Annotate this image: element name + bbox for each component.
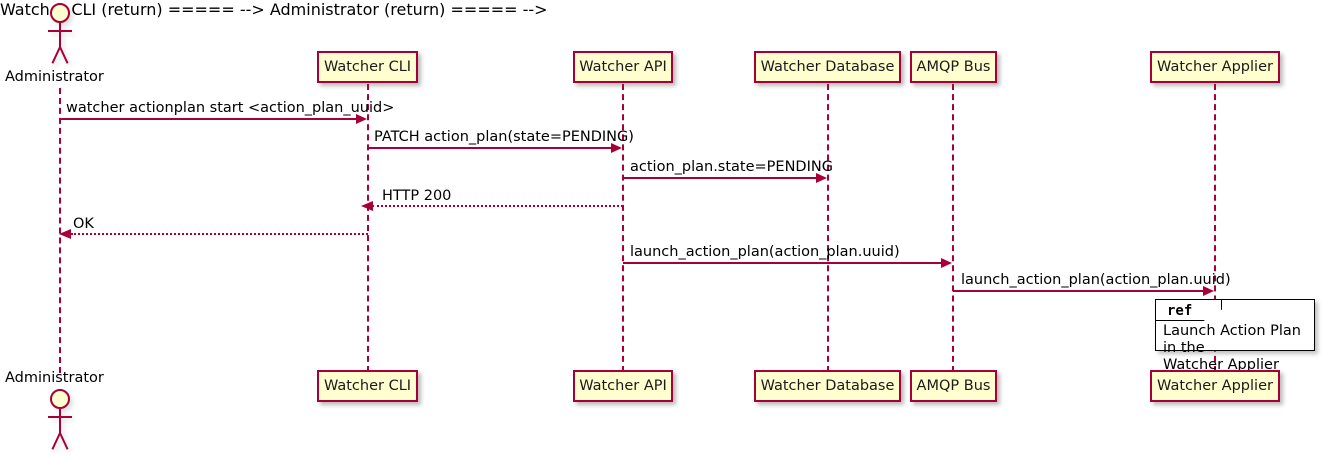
message-line-2	[368, 147, 613, 149]
participant-box-watcher-cli-bottom[interactable]: Watcher CLI	[317, 370, 418, 402]
actor-body-icon	[59, 23, 61, 48]
message-arrowhead-7	[1203, 286, 1214, 296]
message-label-5: OK	[73, 216, 94, 232]
actor-administrator-top	[48, 3, 74, 67]
message-label-6: launch_action_plan(action_plan.uuid)	[630, 244, 900, 260]
message-label-3: action_plan.state=PENDING	[630, 159, 833, 175]
participant-label-amqp-bus-bottom: AMQP Bus	[916, 378, 991, 394]
participant-box-watcher-cli-top[interactable]: Watcher CLI	[317, 51, 418, 83]
ref-block: ref Launch Action Plan in the Watcher Ap…	[1155, 299, 1315, 373]
message-label-4: HTTP 200	[382, 188, 452, 204]
message-label-7: launch_action_plan(action_plan.uuid)	[961, 272, 1231, 288]
actor-leg-right-icon	[59, 46, 69, 64]
message-arrowhead-4	[361, 201, 373, 211]
ref-block-keyword: ref	[1167, 302, 1193, 319]
message-arrowhead-1	[356, 114, 367, 124]
actor-body-icon	[59, 409, 61, 434]
actor-arms-icon	[48, 30, 72, 32]
participant-label-watcher-api-bottom: Watcher API	[579, 378, 667, 394]
message-line-6	[623, 262, 943, 264]
participant-box-watcher-applier-bottom[interactable]: Watcher Applier	[1150, 370, 1280, 402]
participant-label-watcher-database-bottom: Watcher Database	[760, 378, 895, 394]
participant-box-watcher-api-top[interactable]: Watcher API	[573, 51, 673, 83]
actor-head-icon	[50, 389, 70, 409]
participant-label-amqp-bus-top: AMQP Bus	[916, 59, 991, 75]
message-arrowhead-5	[59, 229, 71, 239]
ref-block-line-2: Watcher Applier	[1163, 357, 1279, 373]
actor-arms-icon	[48, 416, 72, 418]
participant-label-watcher-cli-top: Watcher CLI	[323, 59, 412, 75]
lifeline-watcher-database	[827, 84, 829, 372]
participant-label-watcher-applier-top: Watcher Applier	[1157, 59, 1273, 75]
message-arrowhead-2	[611, 143, 622, 153]
lifeline-amqp-bus	[952, 84, 954, 372]
message-line-1	[60, 118, 358, 120]
participant-box-watcher-database-top[interactable]: Watcher Database	[754, 51, 901, 83]
participant-label-watcher-applier-bottom: Watcher Applier	[1157, 378, 1273, 394]
message-label-2: PATCH action_plan(state=PENDING)	[374, 129, 634, 145]
actor-leg-right-icon	[59, 432, 69, 450]
lifeline-watcher-cli	[367, 84, 369, 372]
ref-block-line-1: Launch Action Plan in the	[1163, 323, 1301, 356]
ref-block-keyword-wrap: ref	[1156, 300, 1222, 321]
message-label-1: watcher actionplan start <action_plan_uu…	[66, 100, 395, 116]
message-arrowhead-3	[816, 173, 827, 183]
participant-label-watcher-database-top: Watcher Database	[760, 59, 895, 75]
actor-administrator-bottom	[48, 389, 74, 453]
message-line-5	[71, 233, 368, 235]
message-arrowhead-6	[941, 258, 952, 268]
participant-label-watcher-cli-bottom: Watcher CLI	[323, 378, 412, 394]
actor-head-icon	[50, 3, 70, 23]
participant-box-watcher-api-bottom[interactable]: Watcher API	[573, 370, 673, 402]
message-line-4	[372, 205, 623, 207]
actor-label-administrator-top: Administrator	[5, 69, 104, 85]
actor-label-administrator-bottom: Administrator	[5, 370, 104, 386]
participant-label-watcher-api-top: Watcher API	[579, 59, 667, 75]
participant-box-amqp-bus-bottom[interactable]: AMQP Bus	[910, 370, 997, 402]
participant-box-amqp-bus-top[interactable]: AMQP Bus	[910, 51, 997, 83]
lifeline-watcher-applier	[1214, 84, 1216, 372]
lifeline-watcher-api	[622, 84, 624, 372]
message-line-7	[953, 290, 1205, 292]
participant-box-watcher-applier-top[interactable]: Watcher Applier	[1150, 51, 1280, 83]
participant-box-watcher-database-bottom[interactable]: Watcher Database	[754, 370, 901, 402]
message-line-3	[623, 177, 818, 179]
ref-block-body: Launch Action Plan in the Watcher Applie…	[1163, 323, 1310, 374]
